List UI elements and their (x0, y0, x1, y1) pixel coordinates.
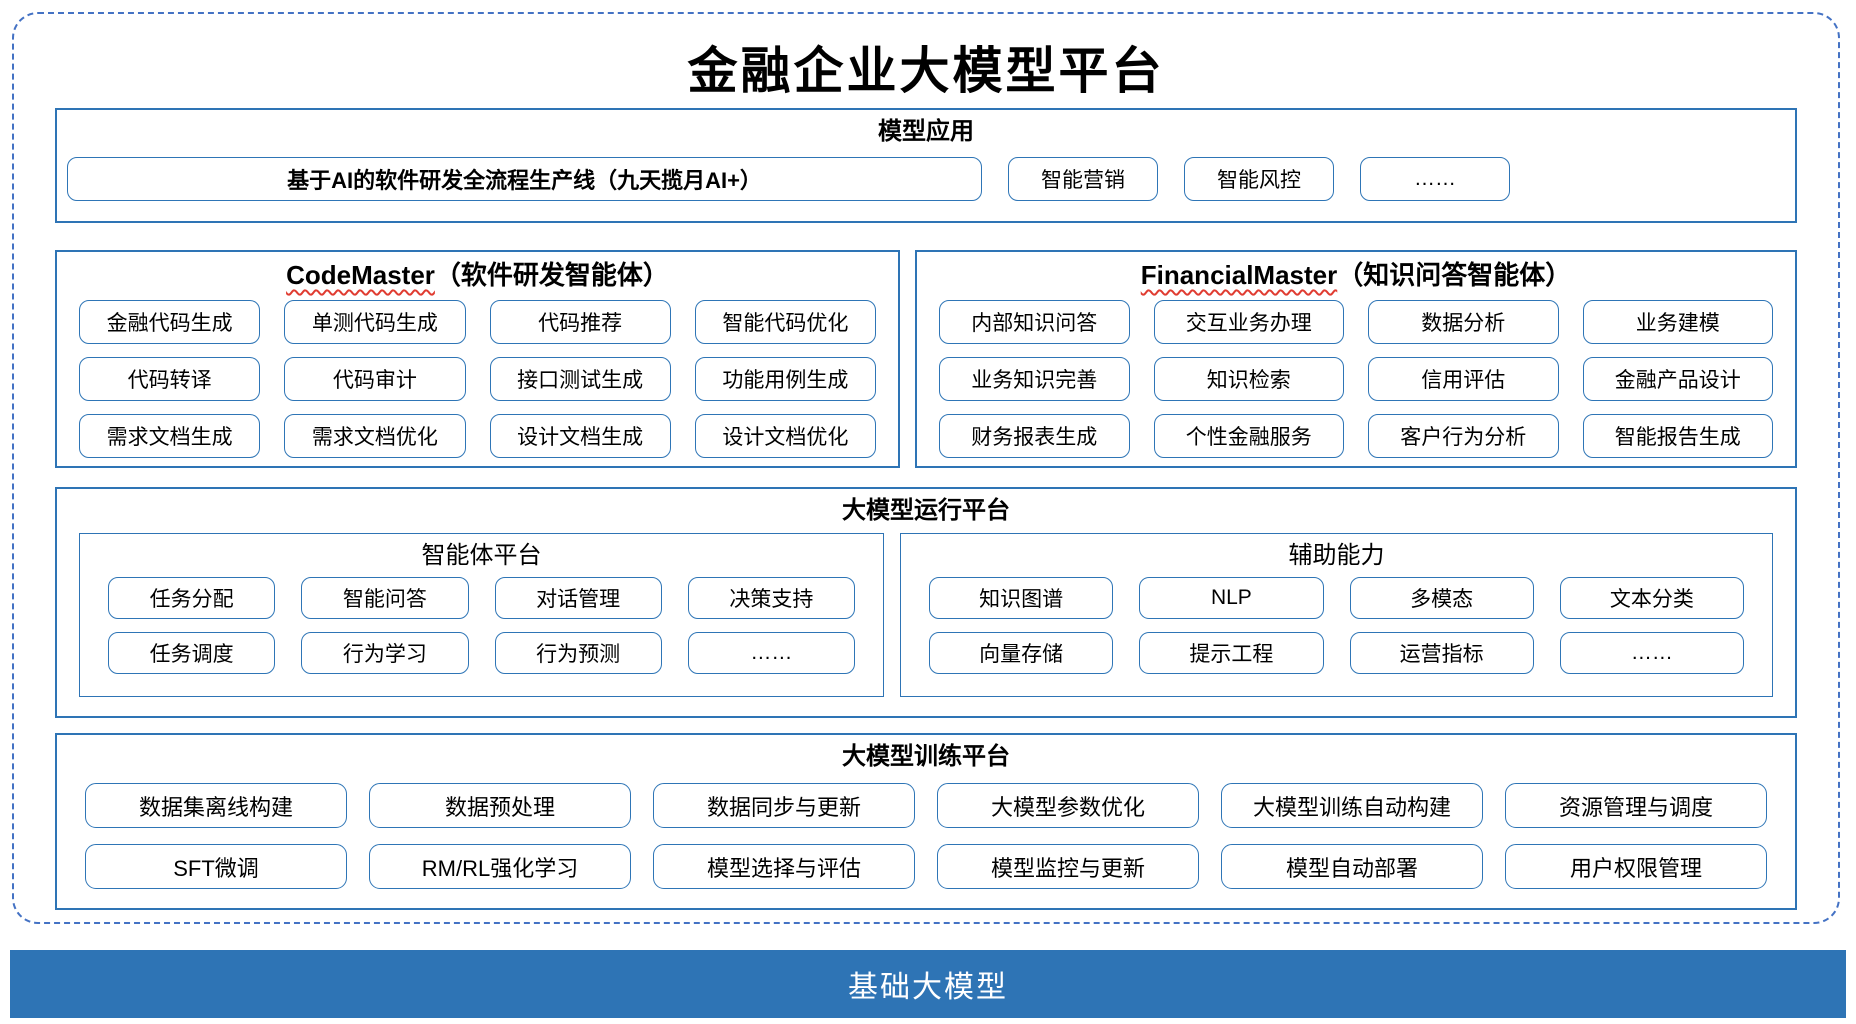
aux-ability-item: 提示工程 (1139, 632, 1324, 674)
training-item: 数据集离线构建 (85, 783, 347, 828)
agent-platform-item: 决策支持 (687, 577, 855, 619)
codemaster-item: 单测代码生成 (284, 300, 466, 344)
financialmaster-item: 个性金融服务 (1153, 414, 1344, 458)
financialmaster-item: 金融产品设计 (1582, 357, 1773, 401)
production-line-box: 基于AI的软件研发全流程生产线（九天揽月AI+） (67, 157, 982, 201)
aux-ability-item: 运营指标 (1349, 632, 1534, 674)
base-model-bar: 基础大模型 (10, 950, 1846, 1018)
agent-platform-item: 行为预测 (494, 632, 662, 674)
codemaster-item: 需求文档生成 (79, 414, 261, 458)
codemaster-item: 金融代码生成 (79, 300, 261, 344)
training-grid: 数据集离线构建 数据预处理 数据同步与更新 大模型参数优化 大模型训练自动构建 … (57, 769, 1795, 889)
codemaster-item: 智能代码优化 (694, 300, 876, 344)
financialmaster-item: 内部知识问答 (939, 300, 1130, 344)
model-app-box-row: 基于AI的软件研发全流程生产线（九天揽月AI+） 智能营销 智能风控 …… (57, 157, 1795, 201)
codemaster-item: 需求文档优化 (284, 414, 466, 458)
aux-ability-item: 多模态 (1349, 577, 1534, 619)
training-item: 数据同步与更新 (653, 783, 915, 828)
financialmaster-item: 财务报表生成 (939, 414, 1130, 458)
training-item: 大模型参数优化 (937, 783, 1199, 828)
section-training-title: 大模型训练平台 (842, 743, 1010, 770)
page-title: 金融企业大模型平台 (687, 41, 1165, 100)
codemaster-title-suffix: （软件研发智能体） (434, 260, 669, 290)
codemaster-item: 代码推荐 (489, 300, 671, 344)
financialmaster-grid: 内部知识问答 交互业务办理 数据分析 业务建模 业务知识完善 知识检索 信用评估… (917, 288, 1795, 458)
codemaster-item: 设计文档生成 (489, 414, 671, 458)
codemaster-item: 代码转译 (79, 357, 261, 401)
codemaster-title-en: CodeMaster (286, 260, 435, 290)
platform-dashed-frame: 金融企业大模型平台 模型应用 基于AI的软件研发全流程生产线（九天揽月AI+） … (12, 12, 1840, 924)
training-item: RM/RL强化学习 (369, 844, 631, 889)
app-box-marketing: 智能营销 (1008, 157, 1158, 201)
financialmaster-title-en: FinancialMaster (1140, 260, 1338, 290)
financialmaster-title-suffix: （知识问答智能体） (1337, 260, 1572, 290)
section-model-app-title: 模型应用 (878, 118, 974, 145)
training-item: 大模型训练自动构建 (1221, 783, 1483, 828)
aux-ability-grid: 知识图谱 NLP 多模态 文本分类 向量存储 提示工程 运营指标 …… (901, 568, 1772, 674)
subpanel-agent-platform: 智能体平台 任务分配 智能问答 对话管理 决策支持 任务调度 行为学习 行为预测… (79, 533, 884, 697)
training-item: 模型选择与评估 (653, 844, 915, 889)
aux-ability-item: 知识图谱 (929, 577, 1114, 619)
agent-platform-item: …… (687, 632, 855, 674)
base-model-label: 基础大模型 (848, 971, 1008, 1004)
agent-platform-item: 行为学习 (301, 632, 469, 674)
training-item: 模型自动部署 (1221, 844, 1483, 889)
codemaster-item: 功能用例生成 (694, 357, 876, 401)
aux-ability-item: 向量存储 (929, 632, 1114, 674)
codemaster-item: 设计文档优化 (694, 414, 876, 458)
aux-ability-item: …… (1559, 632, 1744, 674)
training-item: 数据预处理 (369, 783, 631, 828)
runtime-panels: 智能体平台 任务分配 智能问答 对话管理 决策支持 任务调度 行为学习 行为预测… (57, 533, 1795, 697)
app-box-ellipsis: …… (1360, 157, 1510, 201)
agents-row: CodeMaster（软件研发智能体） 金融代码生成 单测代码生成 代码推荐 智… (55, 250, 1797, 468)
financialmaster-item: 数据分析 (1368, 300, 1559, 344)
section-training: 大模型训练平台 数据集离线构建 数据预处理 数据同步与更新 大模型参数优化 大模… (55, 733, 1797, 910)
panel-financialmaster: FinancialMaster（知识问答智能体） 内部知识问答 交互业务办理 数… (915, 250, 1797, 468)
agent-platform-item: 对话管理 (494, 577, 662, 619)
aux-ability-item: 文本分类 (1559, 577, 1744, 619)
panel-financialmaster-title: FinancialMaster（知识问答智能体） (917, 252, 1795, 288)
financialmaster-item: 交互业务办理 (1153, 300, 1344, 344)
agent-platform-item: 任务分配 (108, 577, 276, 619)
codemaster-grid: 金融代码生成 单测代码生成 代码推荐 智能代码优化 代码转译 代码审计 接口测试… (57, 288, 898, 458)
financialmaster-item: 客户行为分析 (1368, 414, 1559, 458)
training-item: 用户权限管理 (1505, 844, 1767, 889)
financialmaster-item: 知识检索 (1153, 357, 1344, 401)
financialmaster-item: 信用评估 (1368, 357, 1559, 401)
codemaster-item: 代码审计 (284, 357, 466, 401)
training-item: SFT微调 (85, 844, 347, 889)
subpanel-aux-ability: 辅助能力 知识图谱 NLP 多模态 文本分类 向量存储 提示工程 运营指标 …… (900, 533, 1773, 697)
panel-codemaster-title: CodeMaster（软件研发智能体） (57, 252, 898, 288)
aux-ability-title: 辅助能力 (1288, 542, 1385, 569)
training-item: 模型监控与更新 (937, 844, 1199, 889)
section-runtime: 大模型运行平台 智能体平台 任务分配 智能问答 对话管理 决策支持 任务调度 行… (55, 487, 1797, 718)
section-runtime-title: 大模型运行平台 (842, 497, 1010, 524)
financialmaster-item: 业务建模 (1582, 300, 1773, 344)
panel-codemaster: CodeMaster（软件研发智能体） 金融代码生成 单测代码生成 代码推荐 智… (55, 250, 900, 468)
financialmaster-item: 智能报告生成 (1582, 414, 1773, 458)
section-model-app: 模型应用 基于AI的软件研发全流程生产线（九天揽月AI+） 智能营销 智能风控 … (55, 108, 1797, 223)
agent-platform-title: 智能体平台 (421, 542, 542, 569)
agent-platform-item: 任务调度 (108, 632, 276, 674)
agent-platform-grid: 任务分配 智能问答 对话管理 决策支持 任务调度 行为学习 行为预测 …… (80, 568, 883, 674)
app-box-risk-control: 智能风控 (1184, 157, 1334, 201)
aux-ability-item: NLP (1139, 577, 1324, 619)
training-item: 资源管理与调度 (1505, 783, 1767, 828)
agent-platform-item: 智能问答 (301, 577, 469, 619)
financialmaster-item: 业务知识完善 (939, 357, 1130, 401)
codemaster-item: 接口测试生成 (489, 357, 671, 401)
